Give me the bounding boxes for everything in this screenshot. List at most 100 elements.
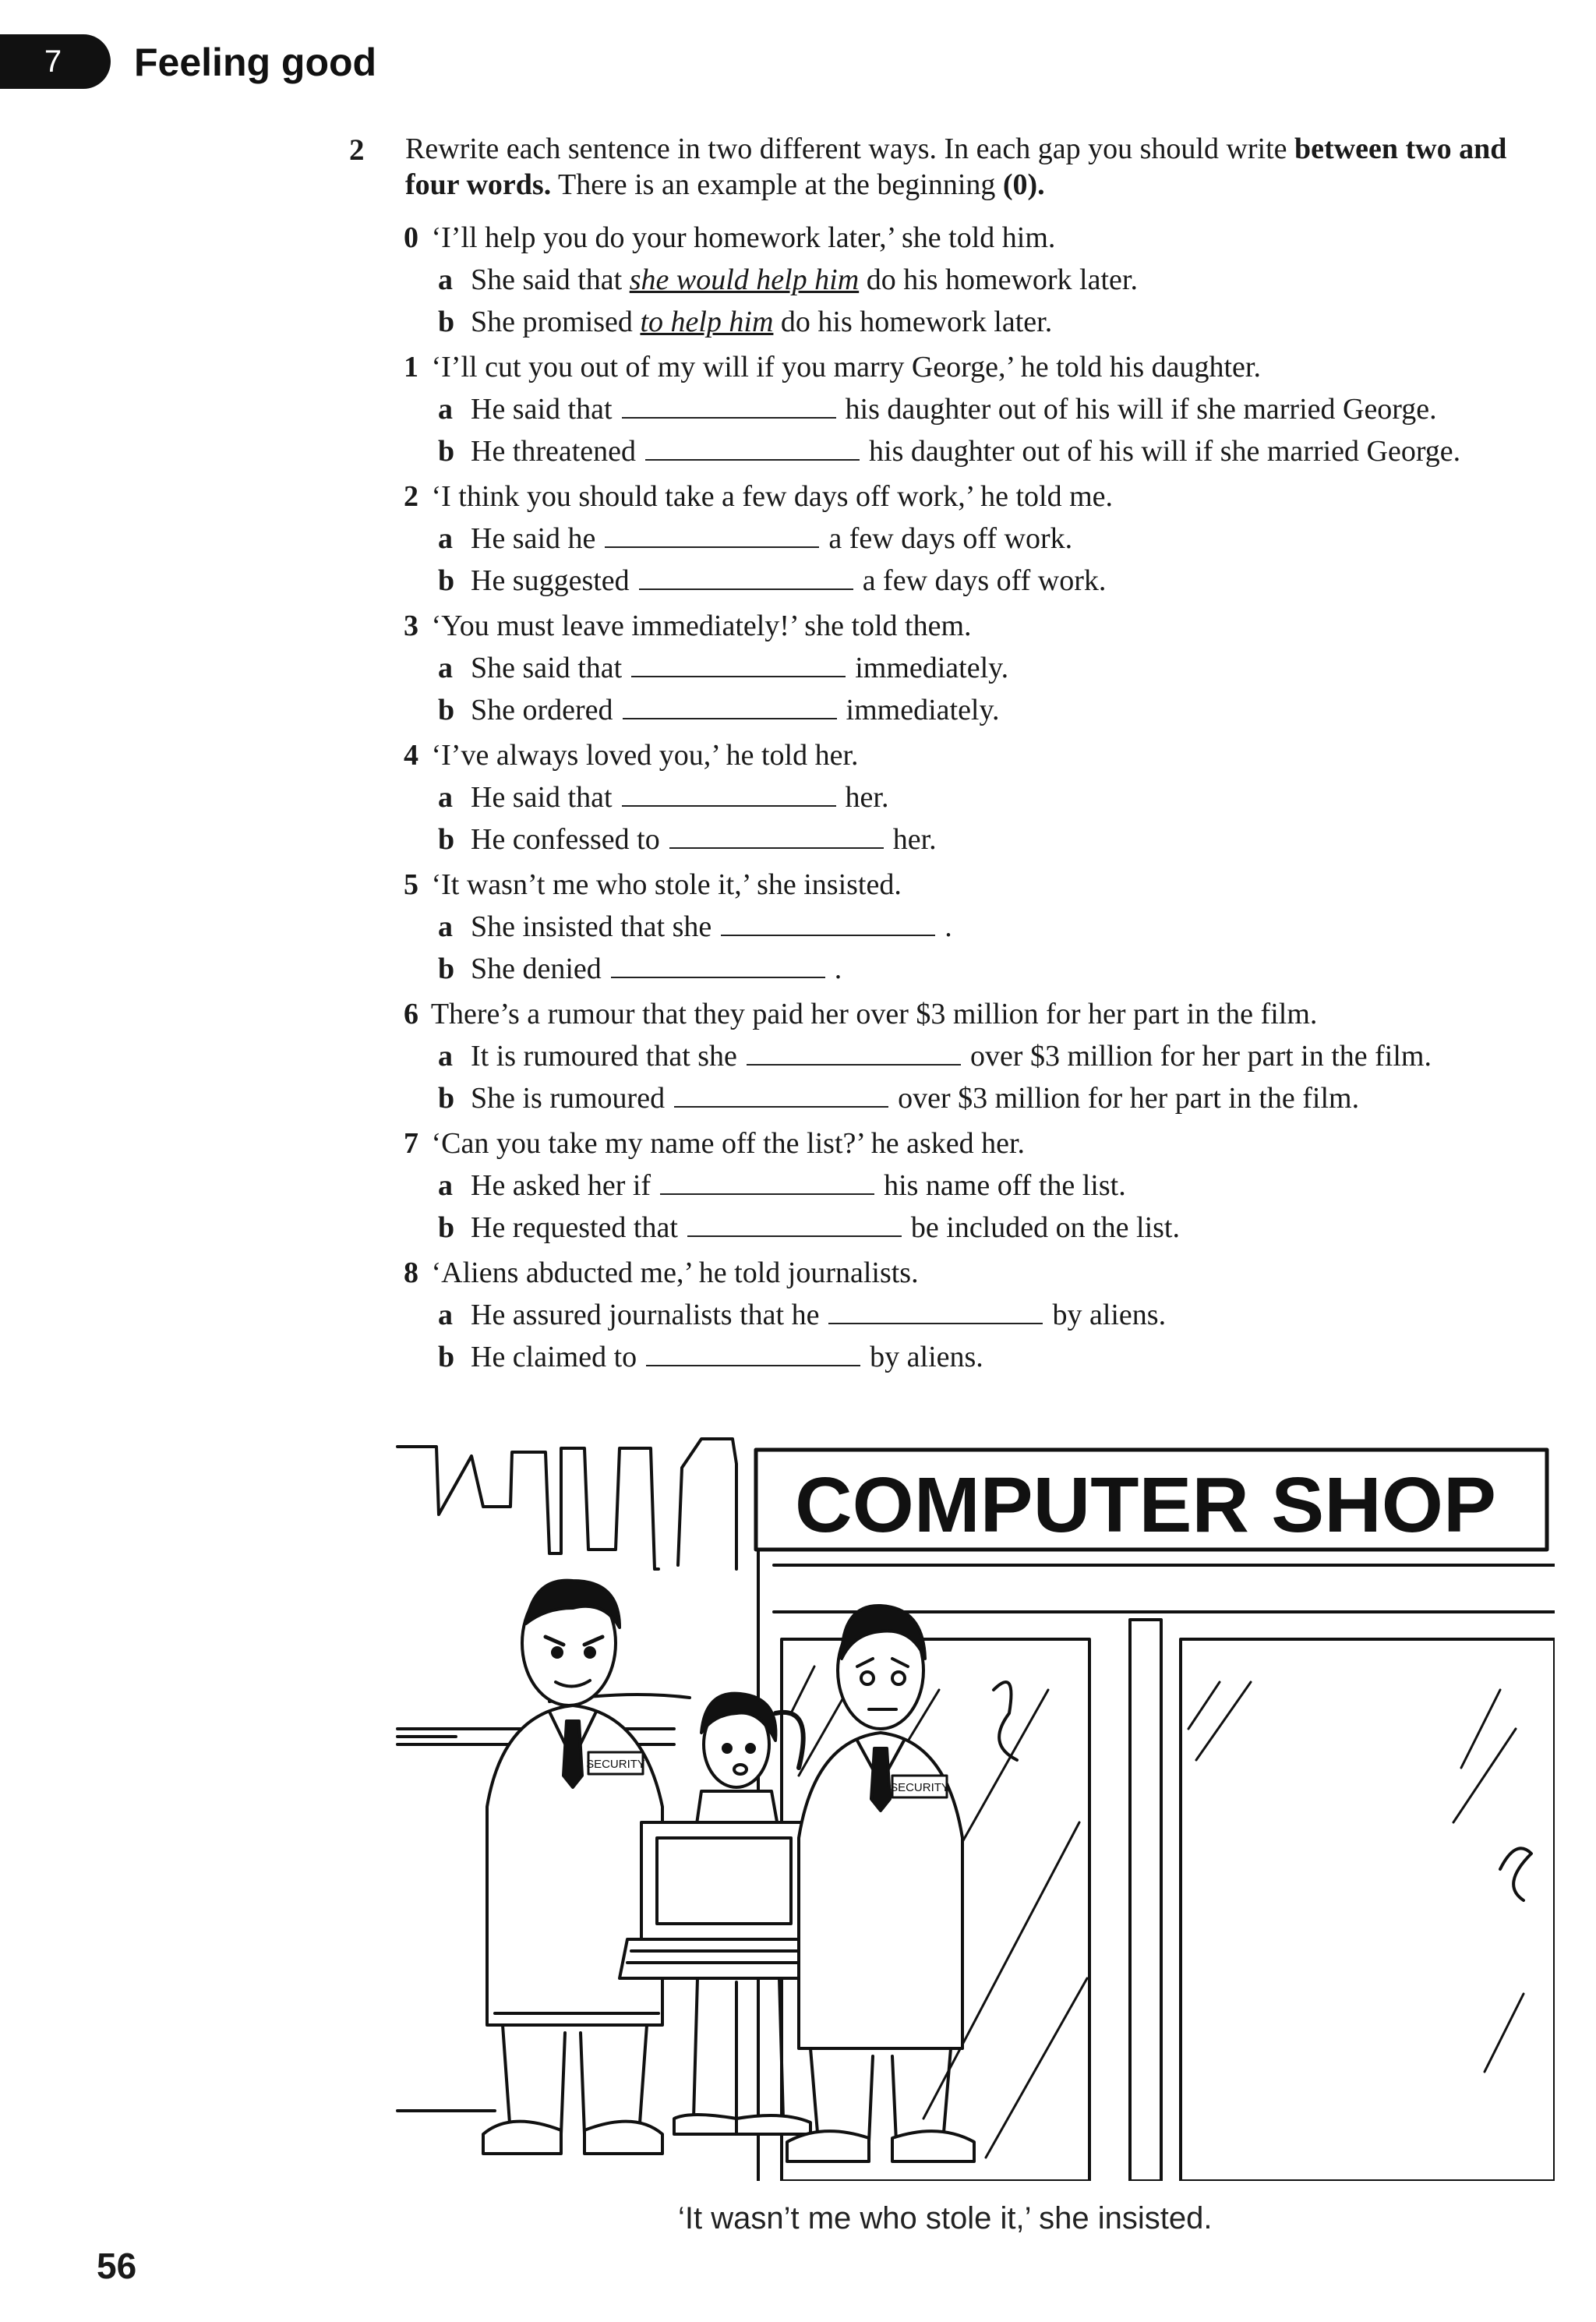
- answer-gap[interactable]: [646, 1341, 861, 1366]
- question-item: 6 There’s a rumour that they paid her ov…: [404, 993, 1565, 1119]
- question-text: ‘I’ll help you do your homework later,’ …: [431, 221, 1056, 254]
- item-letter: a: [438, 652, 453, 684]
- line-end: a few days off work.: [862, 564, 1107, 597]
- line-start: It is rumoured that she: [471, 1040, 737, 1073]
- answer-gap[interactable]: [721, 911, 936, 936]
- line-start: She promised: [471, 306, 633, 338]
- line-end: by aliens.: [870, 1341, 983, 1373]
- computer-shop-illustration: COMPUTER SHOP SECURITY: [396, 1437, 1555, 2181]
- line-start: She said that: [471, 263, 623, 296]
- security-guard-left: SECURITY: [482, 1578, 664, 2155]
- rewrite-line-b: b He threatened his daughter out of his wi…: [404, 430, 1565, 472]
- door-squiggle: [1499, 1847, 1533, 1902]
- item-number: 1: [404, 351, 418, 383]
- question-item: 8 ‘Aliens abducted me,’ he told journali…: [404, 1252, 1565, 1378]
- item-letter: a: [438, 1169, 453, 1202]
- question-text: ‘You must leave immediately!’ she told t…: [431, 610, 972, 642]
- security-guard-right: SECURITY: [786, 1603, 976, 2163]
- line-end: immediately.: [846, 694, 1000, 726]
- line-start: He assured journalists that he: [471, 1299, 820, 1331]
- answer-gap[interactable]: [631, 652, 846, 677]
- line-start: He asked her if: [471, 1169, 651, 1202]
- page-number: 56: [97, 2246, 137, 2286]
- item-number: 5: [404, 868, 418, 901]
- example-item: 0 ‘I’ll help you do your homework later,…: [404, 217, 1565, 343]
- answer-gap[interactable]: [610, 953, 825, 978]
- question-item: 1 ‘I’ll cut you out of my will if you ma…: [404, 346, 1565, 472]
- question-text: ‘It wasn’t me who stole it,’ she insiste…: [431, 868, 902, 901]
- answer-gap[interactable]: [674, 1083, 889, 1108]
- item-number: 6: [404, 998, 418, 1030]
- line-end: do his homework later.: [780, 306, 1053, 338]
- window-squiggle: [992, 1681, 1019, 1762]
- question-text: ‘I think you should take a few days off …: [431, 480, 1114, 513]
- badge-text: SECURITY: [586, 1758, 645, 1771]
- answer-gap[interactable]: [621, 782, 836, 807]
- line-start: He threatened: [471, 435, 637, 468]
- line-start: He requested that: [471, 1211, 678, 1244]
- question-line: 6 There’s a rumour that they paid her ov…: [404, 993, 1565, 1035]
- question-line: 2 ‘I think you should take a few days of…: [404, 475, 1565, 518]
- question-text: ‘I’ve always loved you,’ he told her.: [431, 739, 859, 772]
- illustration-caption: ‘It wasn’t me who stole it,’ she insiste…: [678, 2201, 1213, 2235]
- answer-gap[interactable]: [746, 1041, 961, 1066]
- answer-gap[interactable]: [638, 565, 853, 590]
- item-letter: a: [438, 263, 453, 296]
- question-text: ‘Can you take my name off the list?’ he …: [431, 1127, 1026, 1160]
- line-end: over $3 million for her part in the film…: [969, 1040, 1432, 1073]
- shop-door: [1179, 1638, 1555, 2181]
- line-end: his daughter out of his will if she marr…: [869, 435, 1461, 468]
- item-letter: a: [438, 781, 453, 814]
- item-letter: b: [438, 1211, 455, 1244]
- question-list: 1 ‘I’ll cut you out of my will if you ma…: [404, 346, 1565, 1378]
- line-end: his name off the list.: [884, 1169, 1126, 1202]
- girl-with-computer: [618, 1691, 832, 2136]
- line-start: He said that: [471, 393, 613, 426]
- line-start: She said that: [471, 652, 623, 684]
- question-item: 5 ‘It wasn’t me who stole it,’ she insis…: [404, 864, 1565, 990]
- line-start: She insisted that she: [471, 910, 712, 943]
- question-line: 7 ‘Can you take my name off the list?’ h…: [404, 1122, 1565, 1165]
- answer-gap[interactable]: [645, 436, 860, 461]
- example-question: 0 ‘I’ll help you do your homework later,…: [404, 217, 1565, 259]
- answer-gap[interactable]: [605, 523, 820, 548]
- door-reflection: [1187, 1681, 1525, 2073]
- answer-gap[interactable]: [828, 1299, 1043, 1324]
- item-number: 4: [404, 739, 418, 772]
- item-letter: b: [438, 435, 455, 468]
- line-end: be included on the list.: [910, 1211, 1180, 1244]
- line-start: He confessed to: [471, 823, 660, 856]
- answer-gap[interactable]: [622, 694, 837, 719]
- answer-gap[interactable]: [687, 1212, 902, 1237]
- item-number: 0: [404, 221, 418, 254]
- item-letter: a: [438, 910, 453, 943]
- answer-gap[interactable]: [669, 824, 884, 849]
- answer-gap[interactable]: [660, 1170, 875, 1195]
- answer-gap[interactable]: [621, 394, 836, 419]
- item-number: 7: [404, 1127, 418, 1160]
- line-end: .: [834, 952, 842, 985]
- question-line: 1 ‘I’ll cut you out of my will if you ma…: [404, 346, 1565, 388]
- rewrite-line-a: a He asked her if his name off the list.: [404, 1165, 1565, 1207]
- question-text: ‘Aliens abducted me,’ he told journalist…: [431, 1256, 919, 1289]
- shop-sign-board: [754, 1447, 1549, 1552]
- item-letter: a: [438, 1299, 453, 1331]
- line-end: a few days off work.: [828, 522, 1073, 555]
- question-item: 2 ‘I think you should take a few days of…: [404, 475, 1565, 602]
- question-text: There’s a rumour that they paid her over…: [430, 998, 1318, 1030]
- item-letter: a: [438, 522, 453, 555]
- question-text: ‘I’ll cut you out of my will if you marr…: [431, 351, 1261, 383]
- building-outline: [676, 1437, 738, 1571]
- item-letter: b: [438, 952, 455, 985]
- item-letter: b: [438, 306, 455, 338]
